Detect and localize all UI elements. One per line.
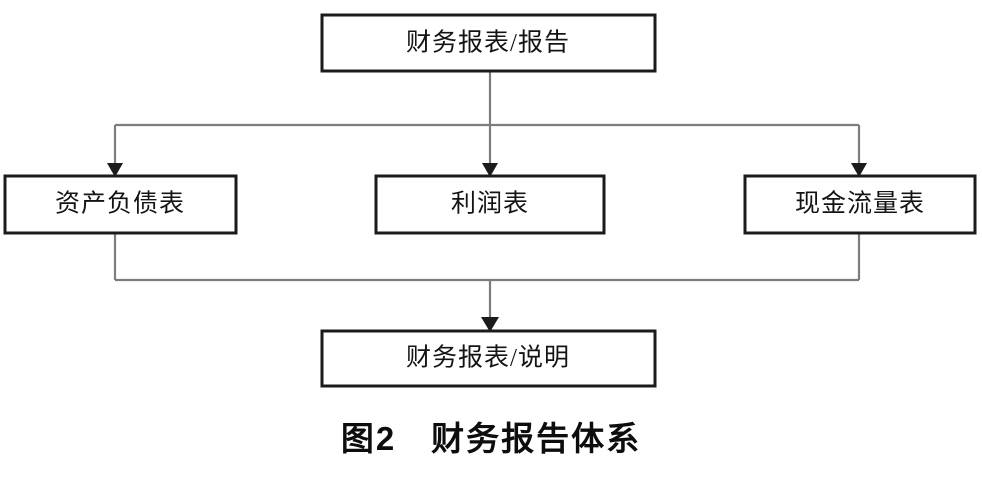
node-root[interactable]: 财务报表/报告 [320,13,657,73]
node-notes-box[interactable] [320,329,657,388]
arrowhead-into-income [482,163,498,177]
arrowhead-into-notes [481,317,499,332]
node-income-statement[interactable]: 利润表 [374,174,606,235]
connector-layer [107,71,867,332]
arrowhead-into-balance [107,163,123,177]
node-notes[interactable]: 财务报表/说明 [320,329,657,388]
node-balance-sheet[interactable]: 资产负债表 [3,174,238,235]
node-cash-flow-statement-box[interactable] [743,174,977,235]
figure-caption: 图2 财务报告体系 [340,420,642,457]
node-layer: 财务报表/报告 资产负债表 利润表 现金流量表 财务报表/说明 [3,13,977,388]
node-root-box[interactable] [320,13,657,73]
node-balance-sheet-label: 资产负债表 [55,190,185,218]
node-income-statement-label: 利润表 [451,190,529,218]
node-income-statement-box[interactable] [374,174,606,235]
node-root-label: 财务报表/报告 [406,29,570,57]
node-notes-label: 财务报表/说明 [406,344,570,372]
node-cash-flow-statement[interactable]: 现金流量表 [743,174,977,235]
node-cash-flow-statement-label: 现金流量表 [795,190,925,218]
node-balance-sheet-box[interactable] [3,174,238,235]
arrowhead-into-cashflow [851,163,867,177]
